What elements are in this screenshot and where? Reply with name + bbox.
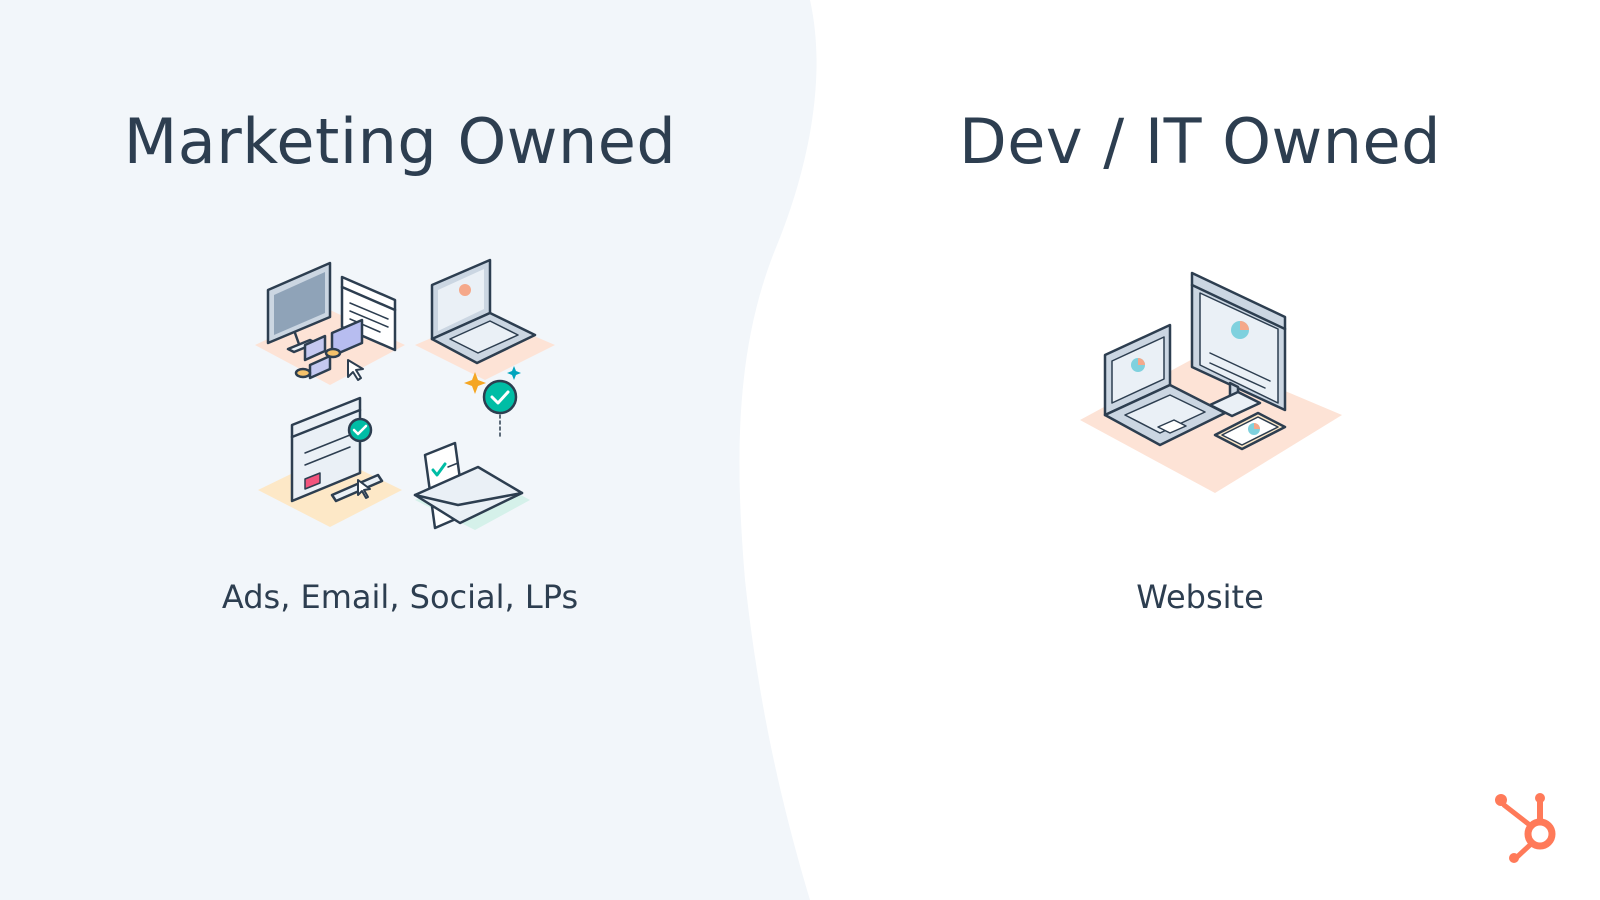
dev-it-owned-title: Dev / IT Owned xyxy=(958,105,1442,178)
marketing-owned-title: Marketing Owned xyxy=(123,105,677,178)
website-caption: Website xyxy=(1136,578,1264,616)
marketing-channels-icon xyxy=(255,258,555,530)
website-devices-icon xyxy=(1080,271,1342,493)
marketing-caption: Ads, Email, Social, LPs xyxy=(221,578,579,616)
hubspot-sprocket-icon xyxy=(1495,793,1556,863)
